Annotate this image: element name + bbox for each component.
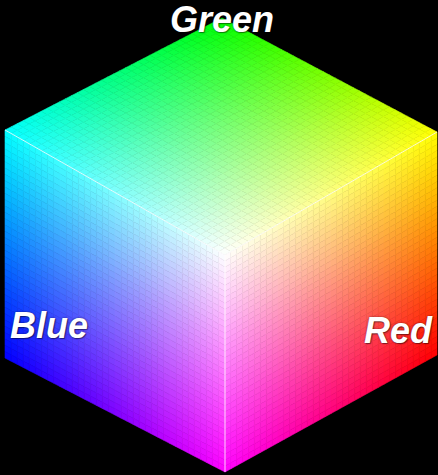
cube-face-cell [103, 402, 109, 411]
cube-face-cell [109, 406, 115, 415]
cube-face-cell [11, 355, 17, 364]
cube-face-cell [97, 399, 103, 408]
cube-face-cell [66, 383, 72, 392]
cube-faces [5, 18, 437, 472]
cube-face-cell [48, 374, 54, 383]
cube-face-cell [78, 390, 84, 399]
cube-face-cell [91, 396, 97, 405]
cube-face-cell [115, 409, 121, 418]
cube-face-cell [42, 371, 48, 380]
cube-face-cell [36, 368, 42, 377]
cube-face-cell [60, 380, 66, 389]
cube-face-cell [23, 361, 29, 370]
cube-face-cell [5, 352, 11, 362]
cube-face-cell [72, 387, 78, 396]
cube-face-cell [54, 377, 60, 386]
cube-face-cell [29, 364, 35, 373]
cube-face-cell [84, 393, 90, 402]
cube-face-cell [17, 358, 23, 367]
